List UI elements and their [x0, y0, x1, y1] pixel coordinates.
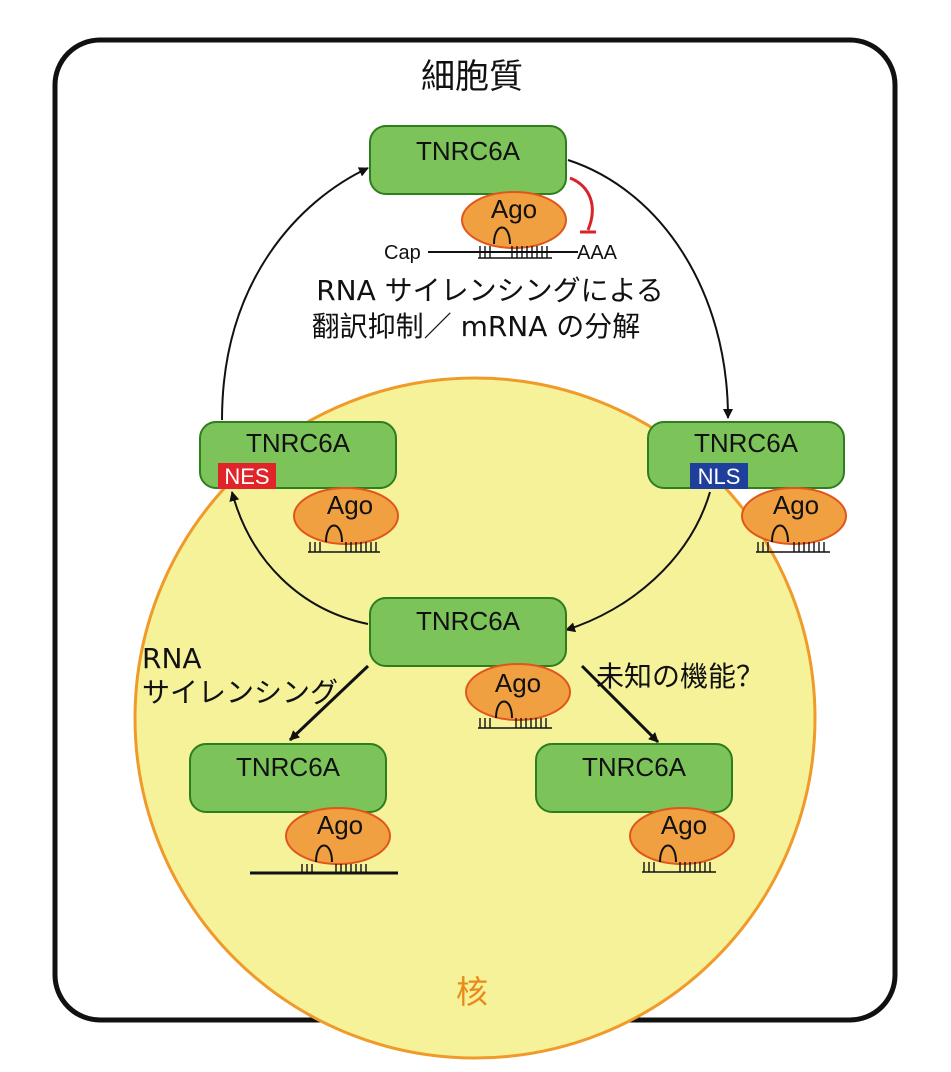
nls-tag [690, 463, 748, 489]
silencing-text-line1: RNA サイレンシングによる [316, 274, 664, 307]
ago-unknown [629, 807, 735, 865]
rna-loop-export [325, 524, 343, 543]
cytoplasm-label: 細胞質 [421, 57, 523, 97]
tnrc6a-nucleus-label: TNRC6A [416, 606, 521, 636]
nes-tag [218, 463, 276, 489]
ago-export-label: Ago [327, 490, 373, 520]
nuclear-rna-label: RNA [142, 642, 202, 675]
guide-rna-ticks-nucleus [479, 718, 547, 728]
nucleus-label: 核 [456, 973, 488, 1011]
rna-loop-cytoplasm [493, 226, 511, 245]
ago-cytoplasm [461, 191, 567, 249]
import-to-nucleus-arrow [565, 491, 711, 633]
ago-cytoplasm-label: Ago [491, 194, 537, 224]
tnrc6a-nucleus [369, 597, 567, 667]
rna-loop-silencing [315, 844, 333, 863]
ago-import-label: Ago [773, 490, 819, 520]
silencing-text-line2: 翻訳抑制／ mRNA の分解 [312, 310, 641, 343]
to-silencing-arrow [288, 664, 370, 742]
cytoplasm-to-import-arrow [567, 159, 733, 419]
nls-label: NLS [698, 464, 741, 489]
tnrc6a-export-label: TNRC6A [246, 428, 351, 458]
tnrc6a-cytoplasm [369, 125, 567, 195]
nuclear-silencing-label: サイレンシング [142, 676, 338, 709]
to-unknown-arrow [580, 664, 660, 744]
tnrc6a-silencing [189, 743, 387, 813]
ago-silencing-label: Ago [317, 810, 363, 840]
nucleus-to-export-arrow [229, 491, 369, 625]
guide-rna-ticks-import [757, 542, 825, 552]
ago-silencing [285, 807, 391, 865]
ago-unknown-label: Ago [661, 810, 707, 840]
export-to-cytoplasm-arrow [221, 167, 369, 421]
nucleus [133, 376, 817, 1060]
guide-rna-ticks-silencing [301, 864, 367, 872]
tnrc6a-cytoplasm-label: TNRC6A [416, 136, 521, 166]
rna-loop-import [771, 524, 789, 543]
polya-label: AAA [577, 242, 618, 264]
guide-rna-ticks-cytoplasm [479, 246, 548, 258]
rna-loop-unknown [659, 844, 677, 863]
ago-nucleus [465, 663, 571, 721]
nes-label: NES [224, 464, 269, 489]
unknown-function-label: 未知の機能？ [596, 660, 764, 693]
tnrc6a-unknown [535, 743, 733, 813]
rna-loop-nucleus [495, 700, 513, 719]
cap-label: Cap [384, 242, 421, 264]
tnrc6a-silencing-label: TNRC6A [236, 752, 341, 782]
tnrc6a-import-label: TNRC6A [694, 428, 799, 458]
tnrc6a-unknown-label: TNRC6A [582, 752, 687, 782]
guide-rna-ticks-export [309, 542, 377, 552]
guide-rna-ticks-unknown [643, 862, 711, 872]
ago-nucleus-label: Ago [495, 668, 541, 698]
inhibition-mark [569, 176, 596, 234]
